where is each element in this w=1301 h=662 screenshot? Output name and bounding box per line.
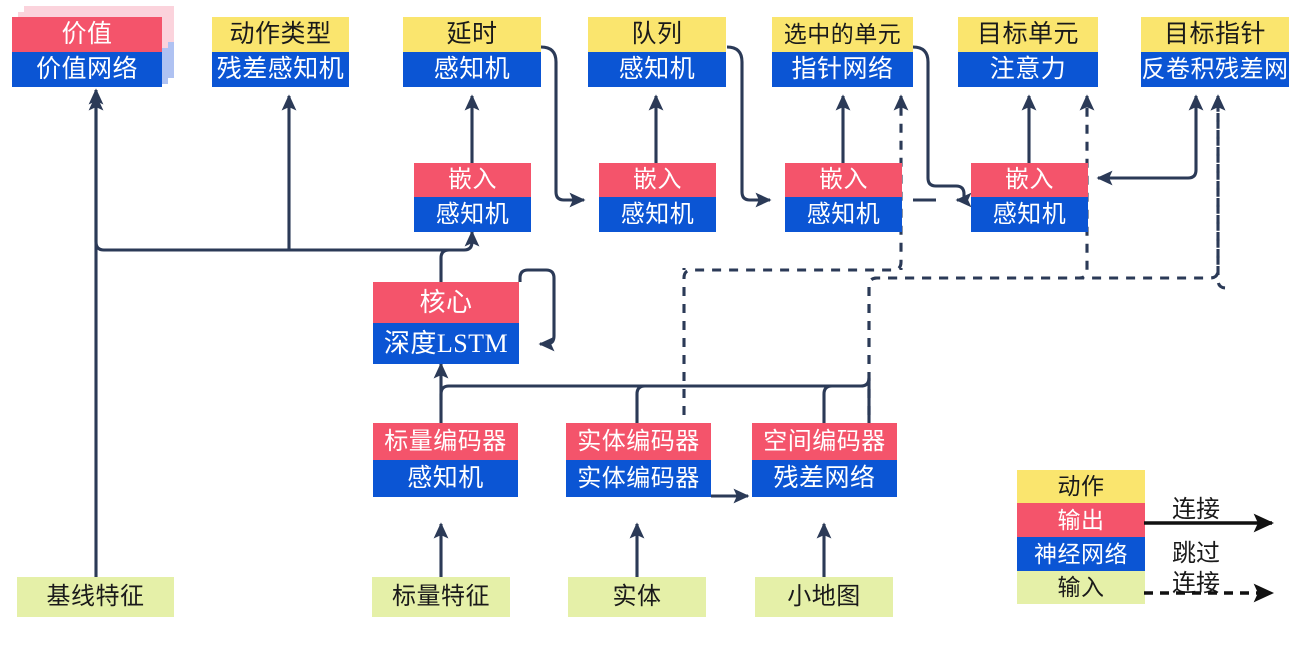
node-target-unit[interactable]: 目标单元 注意力 xyxy=(958,17,1098,87)
node-embed-1-output-label: 嵌入 xyxy=(414,163,531,197)
node-scalar-encoder-output-label: 标量编码器 xyxy=(373,423,518,460)
node-core[interactable]: 核心 深度LSTM xyxy=(373,282,519,364)
node-embed-3[interactable]: 嵌入 感知机 xyxy=(785,163,902,232)
node-action-type[interactable]: 动作类型 残差感知机 xyxy=(212,17,349,87)
legend-network-label: 神经网络 xyxy=(1017,537,1145,571)
node-value[interactable]: 价值 价值网络 xyxy=(12,17,162,87)
node-entity-encoder[interactable]: 实体编码器 实体编码器 xyxy=(566,423,711,497)
node-input-baseline-features-label: 基线特征 xyxy=(17,577,174,617)
node-action-type-action-label: 动作类型 xyxy=(212,17,349,52)
node-spatial-encoder-network-label: 残差网络 xyxy=(752,460,897,497)
node-input-entities[interactable]: 实体 xyxy=(568,577,706,617)
node-queue-action-label: 队列 xyxy=(588,17,726,52)
node-embed-4-output-label: 嵌入 xyxy=(971,163,1088,197)
node-value-output-label: 价值 xyxy=(12,17,162,52)
node-target-point[interactable]: 目标指针 反卷积残差网 xyxy=(1141,17,1289,87)
node-spatial-encoder-output-label: 空间编码器 xyxy=(752,423,897,460)
legend-edge-arrows xyxy=(1144,513,1275,603)
node-delay-action-label: 延时 xyxy=(403,17,541,52)
node-input-scalar-features[interactable]: 标量特征 xyxy=(372,577,510,617)
node-queue[interactable]: 队列 感知机 xyxy=(588,17,726,87)
node-queue-network-label: 感知机 xyxy=(588,52,726,87)
node-core-output-label: 核心 xyxy=(373,282,519,323)
node-value-network-label: 价值网络 xyxy=(12,52,162,87)
node-selected-units-action-label: 选中的单元 xyxy=(772,17,913,52)
legend-skip-connection-label-line1: 跳过 xyxy=(1172,541,1220,567)
node-embed-2-output-label: 嵌入 xyxy=(599,163,716,197)
node-target-point-network-label: 反卷积残差网 xyxy=(1141,52,1289,87)
node-embed-4-network-label: 感知机 xyxy=(971,197,1088,232)
node-input-minimap[interactable]: 小地图 xyxy=(755,577,893,617)
node-entity-encoder-output-label: 实体编码器 xyxy=(566,423,711,460)
legend-swatches: 动作 输出 神经网络 输入 xyxy=(1017,470,1145,604)
node-delay[interactable]: 延时 感知机 xyxy=(403,17,541,87)
node-scalar-encoder-network-label: 感知机 xyxy=(373,460,518,497)
legend-input-label: 输入 xyxy=(1017,571,1145,604)
node-entity-encoder-network-label: 实体编码器 xyxy=(566,460,711,497)
node-scalar-encoder[interactable]: 标量编码器 感知机 xyxy=(373,423,518,497)
node-selected-units-network-label: 指针网络 xyxy=(772,52,913,87)
node-embed-3-network-label: 感知机 xyxy=(785,197,902,232)
node-input-entities-label: 实体 xyxy=(568,577,706,617)
node-target-point-action-label: 目标指针 xyxy=(1141,17,1289,52)
node-embed-1-network-label: 感知机 xyxy=(414,197,531,232)
node-input-minimap-label: 小地图 xyxy=(755,577,893,617)
legend-connection-label: 连接 xyxy=(1172,497,1220,523)
node-core-network-label: 深度LSTM xyxy=(373,323,519,364)
node-spatial-encoder[interactable]: 空间编码器 残差网络 xyxy=(752,423,897,497)
node-embed-2-network-label: 感知机 xyxy=(599,197,716,232)
node-target-unit-action-label: 目标单元 xyxy=(958,17,1098,52)
node-action-type-network-label: 残差感知机 xyxy=(212,52,349,87)
node-embed-3-output-label: 嵌入 xyxy=(785,163,902,197)
legend-output-label: 输出 xyxy=(1017,503,1145,537)
node-embed-2[interactable]: 嵌入 感知机 xyxy=(599,163,716,232)
legend-action-label: 动作 xyxy=(1017,470,1145,503)
node-input-scalar-features-label: 标量特征 xyxy=(372,577,510,617)
node-target-unit-network-label: 注意力 xyxy=(958,52,1098,87)
node-embed-4[interactable]: 嵌入 感知机 xyxy=(971,163,1088,232)
node-delay-network-label: 感知机 xyxy=(403,52,541,87)
node-embed-1[interactable]: 嵌入 感知机 xyxy=(414,163,531,232)
node-selected-units[interactable]: 选中的单元 指针网络 xyxy=(772,17,913,87)
node-input-baseline-features[interactable]: 基线特征 xyxy=(17,577,174,617)
